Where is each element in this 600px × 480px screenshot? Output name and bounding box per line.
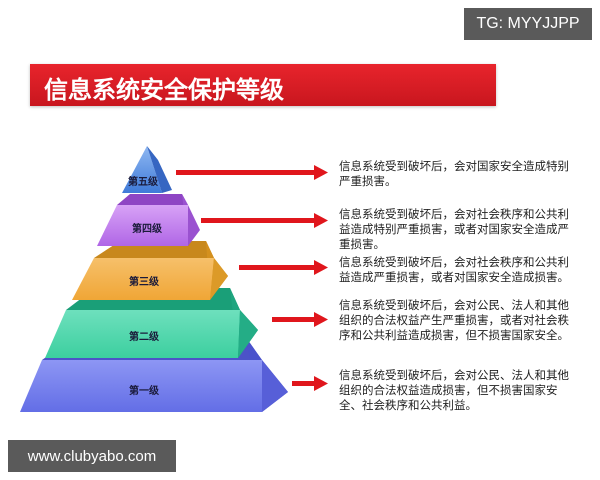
arrow-level-1 [292, 376, 328, 391]
description-level-3: 信息系统受到破坏后，会对社会秩序和公共利益造成严重损害，或者对国家安全造成损害。 [339, 255, 569, 284]
watermark-bottom-left: www.clubyabo.com [8, 440, 176, 472]
pyramid-level-3 [72, 241, 228, 300]
watermark-top-right: TG: MYYJJPP [464, 8, 592, 40]
pyramid-level-4 [97, 194, 200, 246]
description-level-4: 信息系统受到破坏后，会对社会秩序和公共利益造成特别严重损害，或者对国家安全造成严… [339, 207, 569, 251]
arrow-level-5 [176, 165, 328, 180]
level-label-1: 第一级 [129, 386, 159, 397]
description-level-2: 信息系统受到破坏后，会对公民、法人和其他组织的合法权益产生严重损害，或者对社会秩… [339, 298, 569, 342]
arrow-level-3 [239, 260, 328, 275]
description-level-5: 信息系统受到破坏后，会对国家安全造成特别严重损害。 [339, 159, 569, 188]
description-level-1: 信息系统受到破坏后，会对公民、法人和其他组织的合法权益造成损害，但不损害国家安全… [339, 368, 569, 412]
level-label-5: 第五级 [128, 177, 158, 188]
pyramid-level-5 [122, 146, 172, 193]
arrow-level-2 [272, 312, 328, 327]
title-bar: 信息系统安全保护等级 [30, 64, 496, 106]
level-label-3: 第三级 [129, 277, 159, 288]
level-label-4: 第四级 [132, 224, 162, 235]
level-label-2: 第二级 [129, 332, 159, 343]
page-title: 信息系统安全保护等级 [44, 76, 284, 104]
arrow-level-4 [201, 213, 328, 228]
